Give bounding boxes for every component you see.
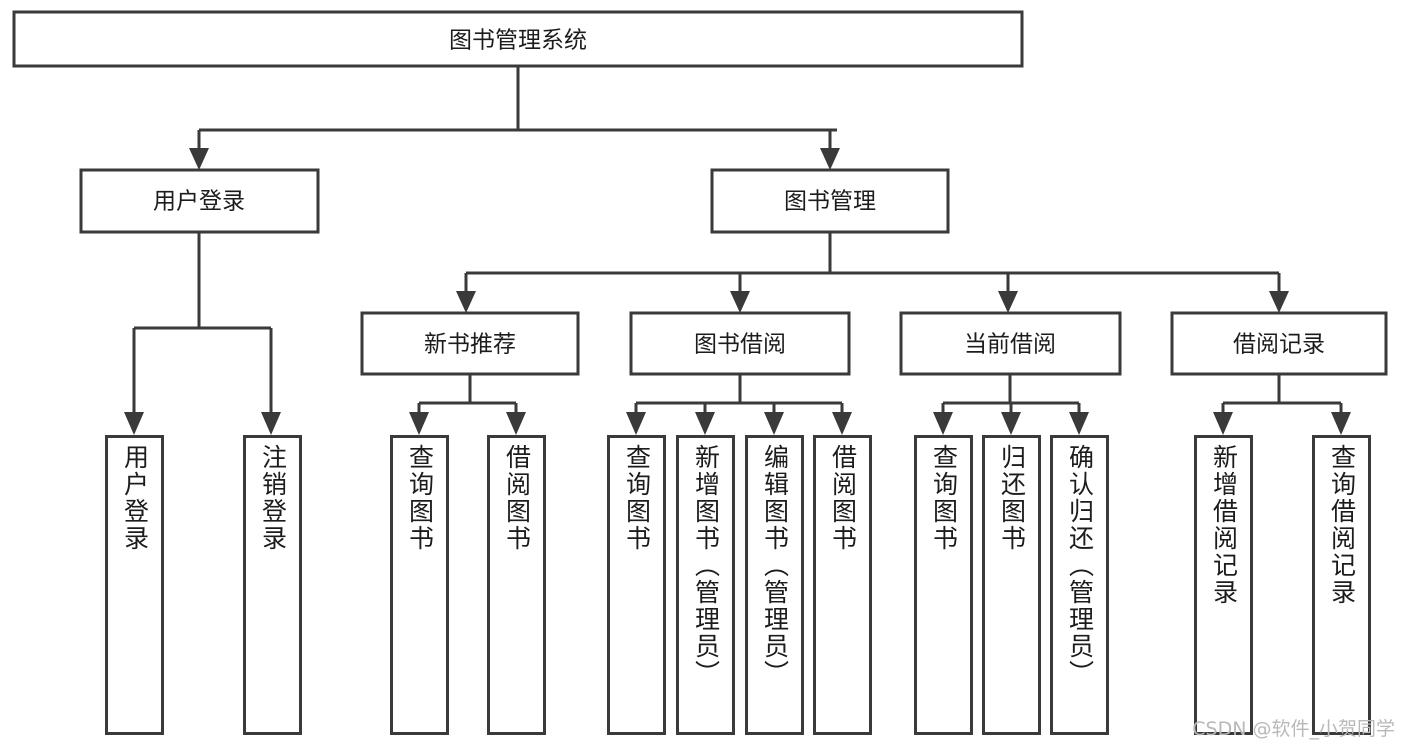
node-current-borrow-label: 当前借阅: [964, 332, 1056, 358]
leaf-node-edit-book-admin-label: 编辑图书（管理员）: [760, 444, 790, 687]
connector-new-book-recommend-to-leaves: [409, 374, 526, 435]
leaf-node-query-book-recommend-label: 查询图书: [405, 444, 435, 552]
leaf-node-borrow-book-label: 借阅图书: [828, 444, 858, 552]
leaf-node-add-borrow-record-label: 新增借阅记录: [1209, 444, 1239, 606]
node-user-login-label: 用户登录: [153, 189, 245, 215]
leaf-node-return-book-label: 归还图书: [997, 444, 1027, 552]
leaf-node-add-borrow-record[interactable]: 新增借阅记录: [1194, 435, 1253, 735]
leaf-node-query-book-current[interactable]: 查询图书: [914, 435, 973, 735]
node-new-book-recommend-rect: [360, 311, 580, 376]
leaf-node-borrow-book[interactable]: 借阅图书: [813, 435, 872, 735]
node-new-book-recommend-label: 新书推荐: [424, 332, 516, 358]
leaf-node-query-book-current-label: 查询图书: [929, 444, 959, 552]
leaf-node-user-login-label: 用户登录: [120, 444, 150, 552]
leaf-node-logout[interactable]: 注销登录: [243, 435, 302, 735]
node-current-borrow[interactable]: 当前借阅: [899, 311, 1122, 376]
node-user-login[interactable]: 用户登录: [79, 168, 320, 234]
leaf-node-add-book-admin-label: 新增图书（管理员）: [691, 444, 721, 687]
leaf-node-query-borrow-record-label: 查询借阅记录: [1327, 444, 1357, 606]
leaf-node-query-book-recommend[interactable]: 查询图书: [390, 435, 449, 735]
leaf-node-query-book-borrow[interactable]: 查询图书: [607, 435, 666, 735]
leaf-node-borrow-book-recommend[interactable]: 借阅图书: [487, 435, 546, 735]
node-book-borrow-label: 图书借阅: [694, 332, 786, 358]
leaf-node-borrow-book-recommend-label: 借阅图书: [502, 444, 532, 552]
leaf-node-add-book-admin[interactable]: 新增图书（管理员）: [676, 435, 735, 735]
node-borrow-record[interactable]: 借阅记录: [1170, 311, 1388, 376]
leaf-node-logout-label: 注销登录: [258, 444, 288, 552]
leaf-node-confirm-return-admin-label: 确认归还（管理员）: [1065, 444, 1095, 687]
node-book-management[interactable]: 图书管理: [710, 168, 950, 234]
connector-book-borrow-to-leaves: [626, 374, 852, 435]
leaf-node-edit-book-admin[interactable]: 编辑图书（管理员）: [745, 435, 804, 735]
connector-current-borrow-to-leaves: [933, 374, 1089, 435]
node-root-label: 图书管理系统: [449, 28, 587, 54]
leaf-node-user-login[interactable]: 用户登录: [105, 435, 164, 735]
leaf-node-query-book-borrow-label: 查询图书: [622, 444, 652, 552]
node-current-borrow-rect: [899, 311, 1122, 376]
connector-root-to-level2: [189, 66, 840, 170]
node-book-borrow[interactable]: 图书借阅: [629, 311, 851, 376]
node-borrow-record-label: 借阅记录: [1233, 332, 1325, 358]
node-root[interactable]: 图书管理系统: [12, 10, 1024, 68]
node-new-book-recommend[interactable]: 新书推荐: [360, 311, 580, 376]
leaf-node-return-book[interactable]: 归还图书: [982, 435, 1041, 735]
connector-book-management-to-level3: [456, 232, 1289, 313]
node-book-management-label: 图书管理: [784, 189, 876, 215]
node-root-rect: [12, 10, 1024, 68]
leaf-node-confirm-return-admin[interactable]: 确认归还（管理员）: [1050, 435, 1109, 735]
connector-borrow-record-to-leaves: [1213, 374, 1351, 435]
leaf-node-query-borrow-record[interactable]: 查询借阅记录: [1312, 435, 1371, 735]
connector-user-login-to-leaves: [124, 232, 281, 435]
node-book-borrow-rect: [629, 311, 851, 376]
